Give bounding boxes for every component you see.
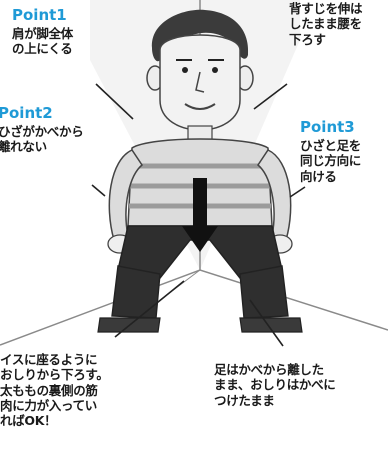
point2-callout: Point2 ひざがかべから 離れない [0,104,84,155]
note-bottom-left-line: イスに座るように [0,352,98,367]
point3-text-line: 向ける [300,168,337,184]
note-bottom-right-line: つけたまま [214,392,275,408]
point2-title: Point2 [0,104,53,122]
note-top-right: 背すじを伸は したまま腰を 下ろす [289,1,363,47]
point1-callout: Point1 肩が脚全体 の上にくる [12,6,73,57]
note-top-right-line: 背すじを伸は [289,1,363,16]
note-bottom-left-line: 肉に力が入ってい [0,397,97,413]
point3-title: Point3 [300,118,355,136]
person-figure [97,9,303,333]
leader-line-point3 [289,186,306,198]
leader-line-point2 [91,184,106,197]
point3-text-line: 同じ方向に [300,153,362,169]
point1-text-line: の上にくる [12,41,73,57]
note-top-right-line: したまま腰を [289,16,362,32]
point2-text-line: 離れない [0,139,47,155]
leader-lines [91,83,306,347]
point3-callout: Point3 ひざと足を 同じ方向に 向ける [300,118,361,184]
leader-line-top-right [253,83,288,110]
point1-text-line: 肩が脚全体 [12,26,74,41]
note-bottom-left-line: 太ももの裏側の筋 [0,382,98,398]
note-top-right-line: 下ろす [289,31,326,47]
note-bottom-right: 足はかべから離した まま、おしりはかべに つけたまま [214,362,336,408]
note-bottom-left: イスに座るように おしりから下ろす。 太ももの裏側の筋 肉に力が入ってい ればO… [0,352,109,428]
note-bottom-right-line: まま、おしりはかべに [214,377,336,393]
point1-title: Point1 [12,6,67,24]
leader-line-bottom-left [114,280,185,338]
note-bottom-left-line: おしりから下ろす。 [0,367,109,383]
note-bottom-right-line: 足はかべから離した [214,362,324,377]
note-bottom-left-line: ればOK！ [0,413,57,428]
leader-line-bottom-right [249,299,284,347]
point3-text-line: ひざと足を [300,138,362,153]
point2-text-line: ひざがかべから [0,124,84,139]
leader-line-point1 [95,83,134,120]
down-arrow-icon [182,178,218,252]
